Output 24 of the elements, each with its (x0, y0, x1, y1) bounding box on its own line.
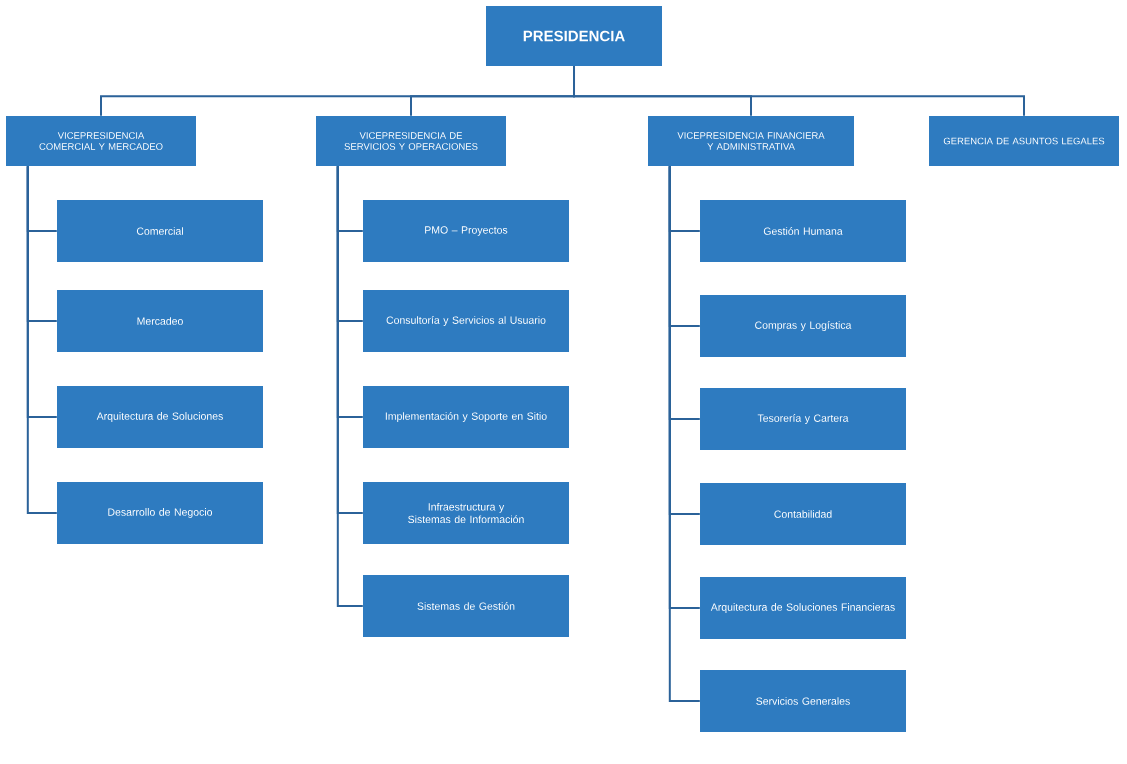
unit-box: Compras y Logística (700, 295, 906, 357)
unit-box: Contabilidad (700, 483, 906, 545)
department-box: VICEPRESIDENCIA COMERCIAL Y MERCADEO (6, 116, 196, 166)
unit-box: Arquitectura de Soluciones (57, 386, 263, 448)
department-box: VICEPRESIDENCIA DE SERVICIOS Y OPERACIONES (316, 116, 506, 166)
department-box: GERENCIA DE ASUNTOS LEGALES (929, 116, 1119, 166)
unit-box: Comercial (57, 200, 263, 262)
unit-box: Desarrollo de Negocio (57, 482, 263, 544)
connector-line (336, 165, 364, 607)
unit-box: Implementación y Soporte en Sitio (363, 386, 569, 448)
connector-line (668, 165, 701, 702)
department-box: VICEPRESIDENCIA FINANCIERA Y ADMINISTRATIVA (648, 116, 854, 166)
unit-box: Mercadeo (57, 290, 263, 352)
president-box: PRESIDENCIA (486, 6, 662, 66)
unit-box: Arquitectura de Soluciones Financieras (700, 577, 906, 639)
unit-box: Sistemas de Gestión (363, 575, 569, 637)
connector-line (26, 165, 58, 514)
unit-box: Servicios Generales (700, 670, 906, 732)
unit-box: Infraestructura y Sistemas de Información (363, 482, 569, 544)
unit-box: Consultoría y Servicios al Usuario (363, 290, 569, 352)
unit-box: Tesorería y Cartera (700, 388, 906, 450)
unit-box: Gestión Humana (700, 200, 906, 262)
connector-line (573, 65, 1025, 117)
unit-box: PMO – Proyectos (363, 200, 569, 262)
